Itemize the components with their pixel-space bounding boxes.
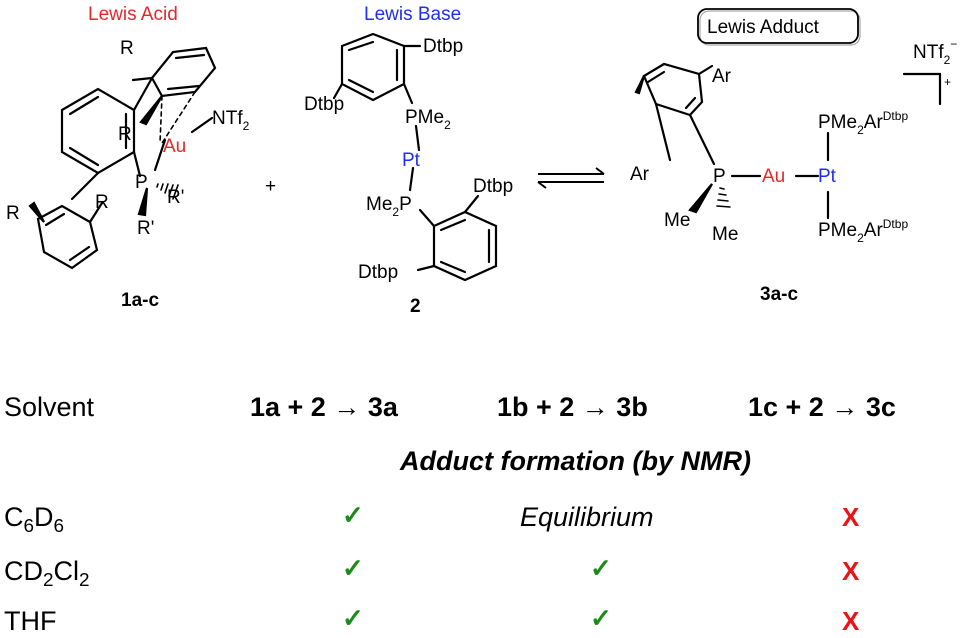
row-1-reaction-b-result: Equilibrium xyxy=(520,502,654,532)
c3-pme2ar-top: PMe2ArDtbp xyxy=(818,109,908,137)
row-3-reaction-b-check: ✓ xyxy=(590,603,612,633)
c3-p: P xyxy=(713,166,726,187)
compound-2-labels: Dtbp Dtbp PMe2 Pt Me2P Dtbp Dtbp 2 xyxy=(304,36,513,317)
lewis-acid-label: Lewis Acid xyxy=(88,4,178,25)
lewis-base-label: Lewis Base xyxy=(364,4,461,25)
row-1-reaction-a-check: ✓ xyxy=(342,500,364,530)
compound-1-labels: R R Au NTf2 P R' R' R R 1a-c xyxy=(6,38,250,311)
reaction-b-header: 1b + 2 → 3b xyxy=(497,392,648,422)
row-2-reaction-b-check: ✓ xyxy=(590,553,612,583)
c2-dtbp-left: Dtbp xyxy=(304,94,344,115)
c2-pt: Pt xyxy=(402,150,421,171)
adduct-formation-subheader: Adduct formation (by NMR) xyxy=(400,446,751,476)
c2-dtbp-right: Dtbp xyxy=(473,176,513,197)
c1-r-top: R xyxy=(120,38,134,59)
compound-1-label: 1a-c xyxy=(121,290,159,311)
reaction-a-header: 1a + 2 → 3a xyxy=(250,392,398,422)
c3-me-2: Me xyxy=(712,224,738,245)
c3-au: Au xyxy=(762,166,785,187)
compound-3-structure xyxy=(634,62,942,220)
c1-r-prime-1: R' xyxy=(167,187,184,208)
solvent-header: Solvent xyxy=(4,392,95,422)
reaction-scheme: Lewis Acid Lewis Base Lewis Adduct xyxy=(6,4,957,317)
row-2-reaction-a-check: ✓ xyxy=(342,553,364,583)
c1-ntf2: NTf2 xyxy=(212,108,250,133)
c2-dtbp-bottom: Dtbp xyxy=(358,262,398,283)
c1-r-lower: R xyxy=(118,124,132,145)
solvent-row-2: CD2Cl2 xyxy=(4,556,90,591)
compound-3-label: 3a-c xyxy=(760,284,798,305)
solvent-row-3: THF xyxy=(4,606,57,636)
c3-me-1: Me xyxy=(664,210,690,231)
c1-au: Au xyxy=(163,136,186,157)
c3-counterion: NTf2− xyxy=(913,37,957,67)
lewis-adduct-box: Lewis Adduct xyxy=(697,8,861,46)
lewis-adduct-label: Lewis Adduct xyxy=(707,17,820,38)
c1-r-prime-2: R' xyxy=(137,218,154,239)
equilibrium-arrows xyxy=(537,167,605,189)
c1-p: P xyxy=(135,172,148,193)
c3-pt: Pt xyxy=(818,166,837,187)
plus-sign: + xyxy=(265,176,276,197)
row-2-reaction-c-cross: X xyxy=(842,556,860,586)
compound-2-structure xyxy=(332,32,498,282)
c3-cation-charge: + xyxy=(944,75,951,89)
c2-me2p: Me2P xyxy=(366,194,412,219)
c2-dtbp-top: Dtbp xyxy=(423,36,463,57)
reaction-c-header: 1c + 2 → 3c xyxy=(748,392,896,422)
compound-3-labels: Ar Ar P Au Pt Me Me PMe2ArDtbp PMe2ArDtb… xyxy=(630,37,957,305)
c1-r-right: R xyxy=(95,192,109,213)
row-1-reaction-c-cross: X xyxy=(842,502,860,532)
c3-pme2ar-bottom: PMe2ArDtbp xyxy=(818,217,908,245)
compound-1-structure xyxy=(28,46,217,270)
row-3-reaction-a-check: ✓ xyxy=(342,603,364,633)
c3-ar-top: Ar xyxy=(712,66,732,87)
c3-ar-left: Ar xyxy=(630,164,650,185)
c2-pme2: PMe2 xyxy=(405,107,451,132)
compound-2-label: 2 xyxy=(410,296,421,317)
solvent-row-1: C6D6 xyxy=(4,502,65,537)
row-3-reaction-c-cross: X xyxy=(842,606,860,636)
c1-r-left: R xyxy=(6,203,20,224)
